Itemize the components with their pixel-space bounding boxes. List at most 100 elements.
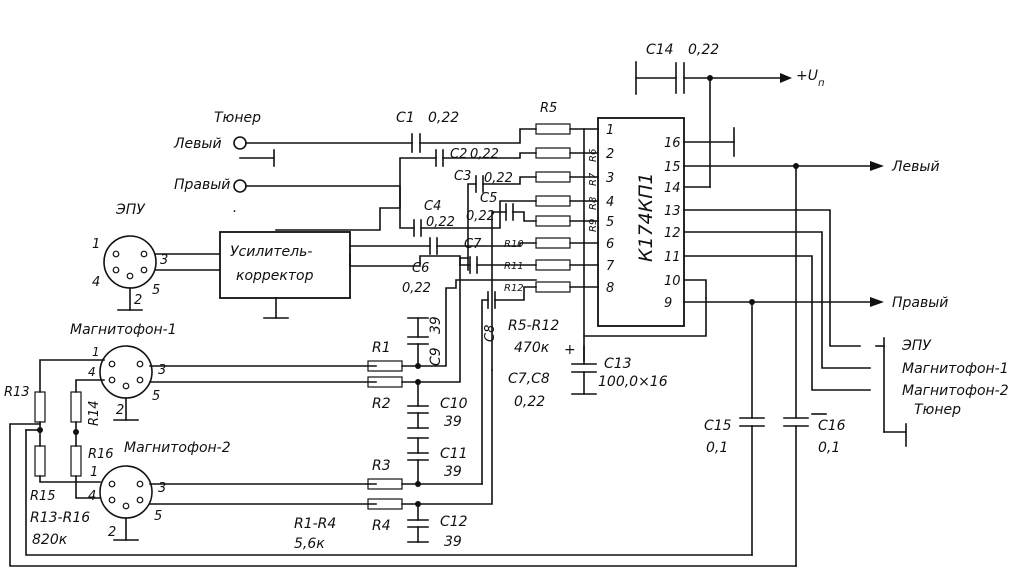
c5-label: C5 [480, 191, 497, 206]
c3-label: C3 [454, 169, 471, 184]
left-output-arrow-icon [870, 161, 884, 171]
mag2-pin-1: 1 [90, 465, 98, 480]
preamp-line1: Усилитель- [230, 244, 312, 260]
mag1-input: Магнитофон-1 1 4 3 5 2 [39, 322, 377, 421]
r8-label: R8 [588, 197, 599, 210]
supply-arrow-icon [780, 73, 792, 83]
preamp-line2: корректор [236, 268, 314, 284]
r1-label: R1 [372, 340, 391, 356]
r9-label: R9 [588, 219, 599, 232]
c9-label: C9 [428, 347, 444, 366]
supply-section: C14 0,22 +U п [635, 42, 825, 188]
mag2-pin-4: 4 [88, 489, 96, 504]
c4-value: 0,22 [426, 215, 455, 230]
mag2-pin-2: 2 [108, 525, 116, 540]
chip-pin-right-16: 16 [664, 136, 681, 151]
mag1-pin-1: 1 [92, 345, 100, 359]
mag1-title: Магнитофон-1 [70, 322, 177, 338]
supply-label: +U [796, 68, 818, 84]
mag1-din-connector-icon [99, 345, 153, 399]
switch-mag2-label: Магнитофон-2 [902, 383, 1009, 399]
epu-input: ЭПУ 1 4 3 5 2 [92, 202, 221, 311]
supply-subscript: п [818, 78, 825, 89]
tuner-right-label: Правый [174, 177, 230, 193]
r4-label: R4 [372, 518, 391, 534]
c6-label: C6 [412, 261, 429, 276]
chip-pin-left-2: 2 [606, 147, 614, 162]
epu-pin-2: 2 [134, 293, 142, 308]
c7-c8-value: 0,22 [514, 394, 545, 410]
mag2-input: Магнитофон-2 1 4 3 5 2 [88, 440, 377, 541]
c7-c8-note: C7,C8 [508, 371, 550, 387]
c13-value: 100,0×16 [598, 374, 668, 390]
r10-label: R10 [504, 239, 524, 250]
r3-label: R3 [372, 458, 391, 474]
c13-plus: + [564, 342, 576, 358]
mag2-title: Магнитофон-2 [124, 440, 231, 456]
r14-label: R14 [87, 400, 102, 426]
c11-value: 39 [444, 464, 462, 480]
c15-label: C15 [704, 418, 732, 434]
chip-pin-left-8: 8 [606, 281, 614, 296]
c1-value: 0,22 [428, 110, 459, 126]
c14-label: C14 [646, 42, 674, 58]
c2-value: 0,22 [470, 147, 499, 162]
stray-dot: · [232, 204, 236, 220]
chip-pin-left-5: 5 [606, 215, 614, 230]
c8-label: C8 [483, 325, 498, 342]
chip-pin-left-3: 3 [606, 171, 614, 186]
resistor-bank: R5 R6 R7 R8 R9 R10 R11 R12 [504, 101, 599, 361]
c16-value: 0,1 [818, 440, 840, 456]
right-output-label: Правый [892, 295, 948, 311]
preamp-block: Усилитель- корректор [219, 231, 351, 319]
mag1-pin-2: 2 [116, 403, 124, 418]
chip-pin-right-11: 11 [664, 250, 681, 265]
c5-value: 0,22 [466, 209, 495, 224]
chip-pin-left-7: 7 [606, 259, 615, 274]
r15-label: R15 [30, 489, 56, 504]
r11-label: R11 [504, 261, 524, 272]
switch-tuner-label: Тюнер [914, 402, 961, 418]
r6-label: R6 [588, 149, 599, 162]
right-output-arrow-icon [870, 297, 884, 307]
switch-mag1-label: Магнитофон-1 [902, 361, 1009, 377]
c16-label: C16 [818, 418, 846, 434]
c14-value: 0,22 [688, 42, 719, 58]
c15-value: 0,1 [706, 440, 728, 456]
switch-epu-label: ЭПУ [901, 338, 932, 354]
chip-pin-left-1: 1 [606, 123, 614, 138]
input-divider-network: R1 R2 R3 R4 C9 39 C10 39 C11 39 C12 39 R… [294, 257, 537, 552]
tuner-right-jack-icon [233, 179, 247, 193]
c13-label: C13 [604, 356, 632, 372]
mag1-pin-4: 4 [88, 365, 96, 379]
epu-pin-5: 5 [152, 283, 160, 298]
mag2-pin-5: 5 [154, 509, 162, 524]
mag1-pin-3: 3 [158, 363, 166, 378]
r5-r12-value: 470к [514, 340, 550, 356]
c12-label: C12 [440, 514, 468, 530]
c4-label: C4 [424, 199, 441, 214]
c1-label: C1 [396, 110, 415, 126]
epu-title: ЭПУ [115, 202, 146, 218]
epu-pin-3: 3 [160, 253, 168, 268]
chip-pin-right-10: 10 [664, 274, 681, 289]
chip-pin-right-15: 15 [664, 160, 681, 175]
r12-label: R12 [504, 283, 524, 294]
c12-value: 39 [444, 534, 462, 550]
r13-label: R13 [4, 385, 30, 400]
c3-value: 0,22 [484, 171, 513, 186]
left-output-label: Левый [891, 159, 940, 175]
tuner-input: Тюнер Левый Правый [173, 110, 537, 229]
r13-r16-note: R13-R16 [30, 510, 90, 526]
c2-label: C2 [450, 147, 467, 162]
tuner-title: Тюнер [214, 110, 261, 126]
chip-pin-left-4: 4 [606, 195, 614, 210]
c6-value: 0,22 [402, 281, 431, 296]
r1-r4-value: 5,6к [294, 536, 325, 552]
r7-label: R7 [588, 172, 599, 186]
chip-pin-right-9: 9 [664, 296, 672, 311]
epu-pin-4: 4 [92, 275, 100, 290]
